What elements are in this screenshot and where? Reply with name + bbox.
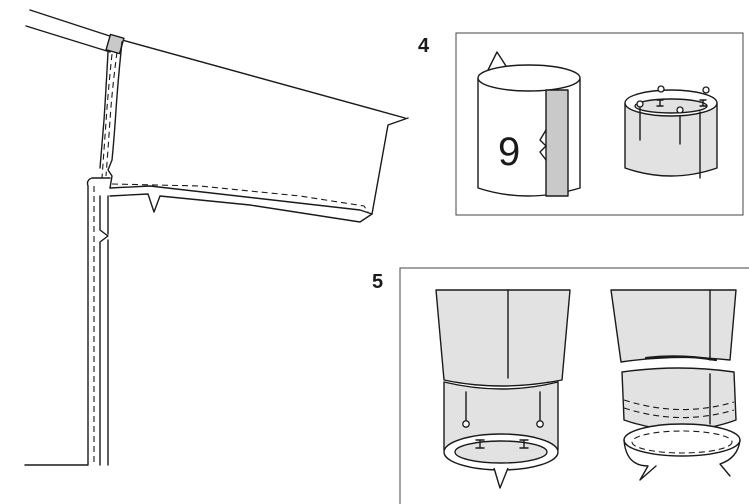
sleeve-cuff-pinned xyxy=(435,289,571,489)
band-pins xyxy=(636,85,710,145)
pin-icon xyxy=(636,100,644,108)
garment-top-edge xyxy=(29,9,406,119)
pinned-cuff-band xyxy=(624,85,718,179)
sleeve-tube-b xyxy=(610,289,737,363)
step-4-frame xyxy=(455,32,744,216)
band-body xyxy=(624,103,718,177)
cuff-a-opening-inner xyxy=(454,440,548,464)
cuff-b-opening-edge xyxy=(623,439,657,481)
cuff-seam-notch xyxy=(539,129,547,161)
sleeve-tube-a xyxy=(435,289,571,387)
cuff-tube-notch xyxy=(487,51,507,71)
pin-icon xyxy=(462,420,470,428)
armhole-stitch-line-b xyxy=(101,53,113,179)
armhole-seam-inner xyxy=(99,51,109,169)
armhole-seam-outer xyxy=(107,41,123,189)
step-4-number: 4 xyxy=(418,35,430,57)
pin-icon xyxy=(676,106,684,114)
garment-top-edge-inner xyxy=(25,25,111,53)
sleeve-panel xyxy=(109,117,409,215)
cuff-interfacing-strip xyxy=(545,89,569,197)
cuff-number: 9 xyxy=(498,130,520,174)
cuff-tube-top xyxy=(477,64,581,92)
cuff-a-notch xyxy=(493,467,509,489)
cuff-tube: 9 xyxy=(477,51,581,197)
step-5-number: 5 xyxy=(372,271,383,293)
cuff-b-stitch-2 xyxy=(623,407,735,419)
body-panel-inner xyxy=(99,195,109,466)
cuff-b-opening xyxy=(623,423,741,457)
armhole-stitch-line-a xyxy=(105,51,118,177)
sleeve-cuff-finished xyxy=(610,289,741,481)
cuff-b-opening-stitch xyxy=(631,430,733,454)
sleeve-stitch-line xyxy=(111,183,369,213)
band-top-inner xyxy=(634,98,708,114)
sleeve-seam-diagram xyxy=(24,9,409,466)
pin-icon xyxy=(536,420,544,428)
cuff-b-stitch-1 xyxy=(623,399,735,411)
pin-icon xyxy=(657,85,665,93)
step-5-frame xyxy=(399,267,749,504)
cuff-b-body xyxy=(621,367,737,431)
pin-icon xyxy=(702,86,710,94)
cuff-b-top-seam xyxy=(644,355,718,362)
cuff-b-opening-edge-right xyxy=(719,439,741,477)
body-panel-outer xyxy=(24,177,111,466)
sleeve-hem xyxy=(109,193,373,223)
